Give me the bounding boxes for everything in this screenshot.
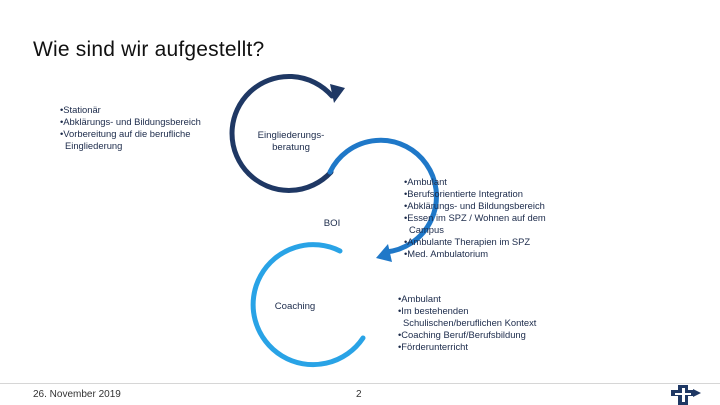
- boi-cycle-arc: [327, 137, 439, 255]
- boi-label: BOI: [323, 218, 341, 229]
- list-item: •Förderunterricht: [398, 341, 568, 353]
- coaching-cycle-arc: [250, 242, 366, 368]
- list-item-text: •Ambulante Therapien im SPZ: [404, 236, 531, 247]
- list-item-continuation: Schulischen/beruflichen Kontext: [403, 317, 537, 328]
- list-item: •Stationär: [60, 104, 235, 116]
- list-item-text: •Im bestehenden: [398, 305, 469, 316]
- list-item-text: •Abklärungs- und Bildungsbereich: [60, 116, 201, 127]
- boi-list: •Ambulant•Berufsorientierte Integration•…: [404, 176, 574, 260]
- list-item-continuation: Campus: [409, 224, 444, 235]
- eingliederung-cycle-arc: [229, 73, 335, 193]
- list-item-text: •Berufsorientierte Integration: [404, 188, 523, 199]
- list-item: •Abklärungs- und Bildungsbereich: [60, 116, 235, 128]
- list-item-text: •Förderunterricht: [398, 341, 468, 352]
- footer-date: 26. November 2019: [33, 389, 121, 400]
- page-number: 2: [356, 389, 362, 400]
- coaching-label: Coaching: [274, 301, 316, 312]
- stationaer-list: •Stationär•Abklärungs- und Bildungsberei…: [60, 104, 235, 152]
- eingliederung-label: Eingliederungs- beratung: [257, 130, 325, 153]
- list-item-text: •Essen im SPZ / Wohnen auf dem: [404, 212, 546, 223]
- list-item: •Ambulant: [398, 293, 568, 305]
- spz-logo-icon: [671, 385, 701, 405]
- list-item-continuation: Eingliederung: [65, 140, 123, 151]
- boi-arrow-head: [376, 244, 392, 262]
- slide-title: Wie sind wir aufgestellt?: [33, 38, 265, 61]
- list-item: •Ambulant: [404, 176, 574, 188]
- list-item-text: •Coaching Beruf/Berufsbildung: [398, 329, 526, 340]
- list-item: •Med. Ambulatorium: [404, 248, 574, 260]
- list-item: •Ambulante Therapien im SPZ: [404, 236, 574, 248]
- footer-divider: [0, 383, 720, 384]
- list-item-text: •Med. Ambulatorium: [404, 248, 489, 259]
- list-item-text: •Stationär: [60, 104, 101, 115]
- eingliederung-arrow-head: [330, 84, 345, 103]
- list-item: •Abklärungs- und Bildungsbereich: [404, 200, 574, 212]
- list-item-text: •Abklärungs- und Bildungsbereich: [404, 200, 545, 211]
- list-item-text: •Vorbereitung auf die berufliche: [60, 128, 191, 139]
- list-item-text: •Ambulant: [404, 176, 447, 187]
- list-item-text: •Ambulant: [398, 293, 441, 304]
- list-item: •Coaching Beruf/Berufsbildung: [398, 329, 568, 341]
- list-item: •Berufsorientierte Integration: [404, 188, 574, 200]
